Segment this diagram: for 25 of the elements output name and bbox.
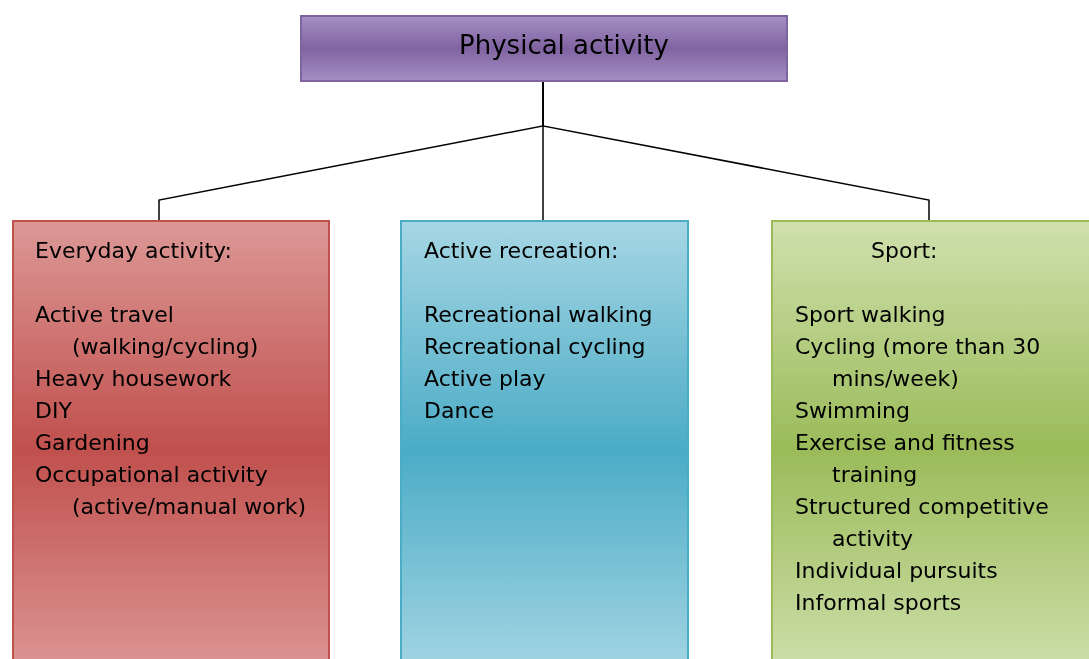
- list-item: Exercise and fitness training: [795, 429, 1016, 489]
- list-item: Swimming: [795, 397, 911, 425]
- list-item: Recreational cycling: [424, 333, 647, 361]
- category-heading: Active recreation:: [424, 237, 620, 265]
- category-box: [12, 220, 330, 659]
- category-box: [400, 220, 689, 659]
- connector-line: [542, 81, 930, 221]
- list-item: Recreational walking: [424, 301, 654, 329]
- list-item: DIY: [35, 397, 73, 425]
- list-item: Structured competitive activity: [795, 493, 1050, 553]
- category-heading: Sport:: [870, 237, 939, 265]
- list-item: Gardening: [35, 429, 151, 457]
- list-item: Heavy housework: [35, 365, 233, 393]
- list-item: Occupational activity (active/manual work): [35, 461, 308, 521]
- list-item: Sport walking: [795, 301, 947, 329]
- list-item: Dance: [424, 397, 495, 425]
- list-item: Informal sports: [795, 589, 963, 617]
- list-item: Individual pursuits: [795, 557, 999, 585]
- category-heading: Everyday activity:: [35, 237, 233, 265]
- list-item: Active travel (walking/cycling): [35, 301, 260, 361]
- list-item: Cycling (more than 30 mins/week): [795, 333, 1042, 393]
- title-text: Physical activity: [458, 29, 670, 61]
- category-box: [771, 220, 1089, 659]
- list-item: Active play: [424, 365, 547, 393]
- title-box: [300, 15, 788, 82]
